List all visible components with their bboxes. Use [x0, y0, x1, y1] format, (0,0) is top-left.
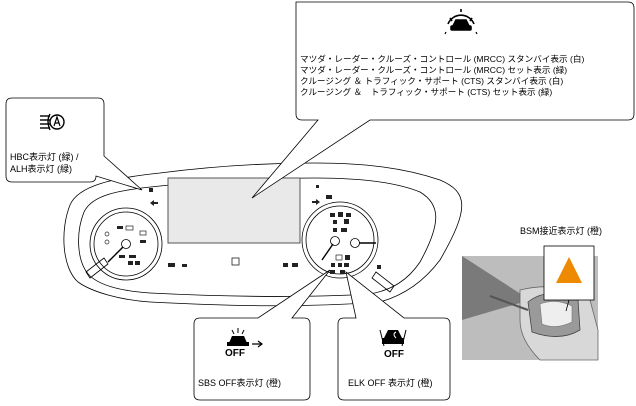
elk-off-icon-text: OFF [384, 349, 404, 360]
sbs-off-icon-text: OFF [225, 348, 245, 359]
bsm-mirror-illustration [462, 245, 599, 361]
left-slot [85, 257, 109, 279]
hbc-alh-callout-balloon [5, 97, 143, 191]
right-slot [371, 271, 395, 293]
sbs-off-callout-balloon [193, 269, 331, 401]
mrcc-cts-label-4: クルージング ＆ トラフィック・サポート (CTS) セット表示 (緑) [300, 87, 553, 97]
mrcc-cts-label-1: マツダ・レーダー・クルーズ・コントロール (MRCC) スタンバイ表示 (白) [300, 54, 585, 64]
mrcc-cts-label-3: クルージング ＆ トラフィック・サポート (CTS) スタンバイ表示 (白) [300, 76, 564, 86]
right-subgauge-hub [350, 238, 360, 248]
left-gauge-hub [121, 239, 131, 249]
instrument-cluster [63, 162, 463, 307]
left-gauge-ring [89, 207, 163, 281]
mrcc-cts-label-2: マツダ・レーダー・クルーズ・コントロール (MRCC) セット表示 (緑) [300, 65, 568, 75]
bsm-triangle-icon [556, 257, 582, 283]
left-gauge-inner-ring [93, 211, 159, 277]
bsm-indicator-label: BSM接近表示灯 (橙) [520, 226, 602, 236]
right-gauge-ring [301, 201, 379, 279]
center-display [167, 177, 301, 244]
cruise-gauge-car-icon [444, 9, 478, 35]
mrcc-cts-callout-balloon [251, 1, 635, 199]
hbc-indicator-label: HBC表示灯 (緑) / [10, 152, 79, 162]
right-gauge-hub [330, 236, 340, 246]
cluster-outer-housing [63, 162, 463, 307]
elk-off-indicator-label: ELK OFF 表示灯 (橙) [348, 378, 433, 388]
left-gauge-needle [107, 246, 124, 263]
auto-high-beam-icon [40, 113, 65, 131]
elk-off-icon: OFF [379, 329, 407, 360]
alh-indicator-label: ALH表示灯 (緑) [10, 164, 73, 174]
cluster-warning-glyphs [104, 185, 381, 274]
right-gauge-needle [321, 243, 334, 261]
sbs-off-indicator-label: SBS OFF表示灯 (橙) [198, 378, 281, 388]
sbs-off-icon: OFF [225, 328, 263, 359]
